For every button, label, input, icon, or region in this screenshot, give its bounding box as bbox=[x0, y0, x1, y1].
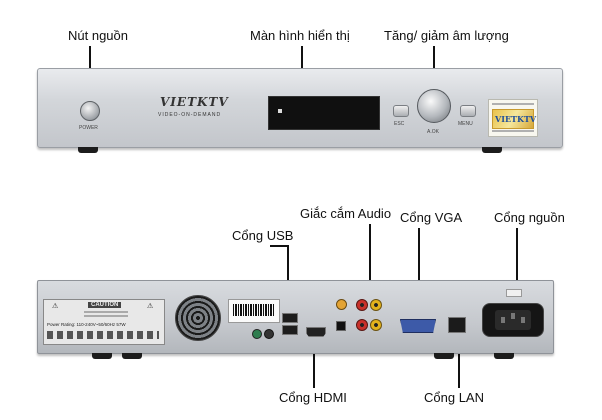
hdmi-port-callout: Cổng HDMI bbox=[279, 390, 347, 405]
menu-button[interactable] bbox=[460, 105, 476, 117]
front-panel: POWER VIETKTV VIDEO-ON-DEMAND ESC A.OK M… bbox=[37, 68, 563, 148]
hdmi-port[interactable] bbox=[306, 327, 326, 337]
sticker-brand: VIETKTV bbox=[495, 114, 537, 124]
fine-print-2 bbox=[84, 315, 128, 317]
barcode-sticker bbox=[228, 299, 280, 323]
display-screen bbox=[268, 96, 380, 130]
caution-title: CAUTION bbox=[88, 302, 122, 308]
power-pin-right bbox=[521, 317, 525, 323]
power-rating: Power Rating: 110-240V~50/60Hz 57W bbox=[47, 322, 126, 327]
fine-print-1 bbox=[84, 311, 128, 313]
rear-foot-4 bbox=[494, 353, 514, 359]
sticker-logo-box: VIETKTV bbox=[492, 109, 537, 129]
power-pin-left bbox=[501, 317, 505, 323]
power-button-callout: Nút nguồn bbox=[68, 28, 128, 43]
power-socket-inner bbox=[495, 310, 531, 330]
brand-tagline: VIDEO-ON-DEMAND bbox=[158, 112, 222, 118]
hdmi-port-leader bbox=[313, 330, 315, 388]
audio-jack-leader bbox=[369, 224, 371, 314]
power-button[interactable] bbox=[80, 101, 100, 121]
coax-jack[interactable] bbox=[336, 299, 347, 310]
power-socket-tag bbox=[506, 289, 522, 297]
rear-info-label: CAUTION ⚠ ⚠ Power Rating: 110-240V~50/60… bbox=[43, 299, 165, 345]
av-jack-2[interactable] bbox=[264, 329, 274, 339]
audio-jack-yellow-bottom[interactable] bbox=[370, 319, 382, 331]
rear-foot-1 bbox=[92, 353, 112, 359]
barcode bbox=[233, 304, 275, 316]
vga-port[interactable] bbox=[400, 319, 436, 333]
audio-jack-red-bottom[interactable] bbox=[356, 319, 368, 331]
volume-knob[interactable] bbox=[417, 89, 451, 123]
front-foot-right bbox=[482, 147, 502, 153]
rear-panel: CAUTION ⚠ ⚠ Power Rating: 110-240V~50/60… bbox=[37, 280, 554, 354]
power-socket[interactable] bbox=[482, 303, 544, 337]
esc-label: ESC bbox=[394, 121, 405, 127]
vga-port-leader bbox=[418, 228, 420, 320]
knob-label: A.OK bbox=[427, 129, 439, 135]
power-label: POWER bbox=[79, 125, 98, 131]
lan-port-leader bbox=[458, 330, 460, 388]
front-sticker: VIETKTV bbox=[488, 99, 538, 137]
av-jack-1[interactable] bbox=[252, 329, 262, 339]
sticker-top-line bbox=[492, 103, 534, 105]
lan-port-callout: Cổng LAN bbox=[424, 390, 484, 405]
optical-port[interactable] bbox=[336, 321, 346, 331]
display-indicator bbox=[278, 109, 282, 113]
power-pin-center bbox=[511, 313, 515, 319]
audio-jack-yellow-top[interactable] bbox=[370, 299, 382, 311]
usb-port-bottom[interactable] bbox=[282, 325, 298, 335]
power-port-leader-v bbox=[516, 228, 518, 282]
cert-logos bbox=[47, 331, 159, 339]
warning-icon-left: ⚠ bbox=[52, 303, 59, 310]
rear-foot-3 bbox=[434, 353, 454, 359]
lan-port[interactable] bbox=[448, 317, 466, 333]
front-foot-left bbox=[78, 147, 98, 153]
sticker-bottom-line bbox=[492, 130, 534, 132]
esc-button[interactable] bbox=[393, 105, 409, 117]
usb-port-leader-h bbox=[270, 245, 288, 247]
brand-logo: VIETKTV bbox=[160, 95, 229, 109]
audio-jack-callout: Giắc cắm Audio bbox=[300, 206, 392, 221]
usb-port-callout: Cổng USB bbox=[232, 228, 294, 243]
usb-port-top[interactable] bbox=[282, 313, 298, 323]
power-port-callout: Cổng nguồn bbox=[494, 210, 565, 225]
rear-foot-2 bbox=[122, 353, 142, 359]
fan-grille bbox=[175, 295, 221, 341]
menu-label: MENU bbox=[458, 121, 473, 127]
vga-port-callout: Cổng VGA bbox=[400, 210, 463, 225]
volume-callout: Tăng/ giảm âm lượng bbox=[384, 28, 509, 43]
audio-jack-red-top[interactable] bbox=[356, 299, 368, 311]
display-screen-callout: Màn hình hiển thị bbox=[250, 28, 350, 43]
warning-icon-right: ⚠ bbox=[147, 303, 154, 310]
